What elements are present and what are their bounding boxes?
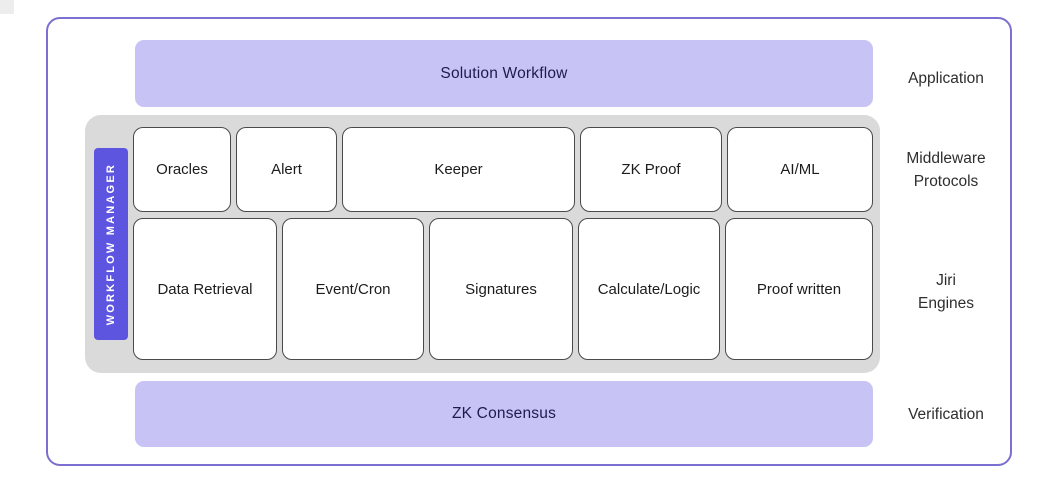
middleware-row: Oracles Alert Keeper ZK Proof AI/ML bbox=[133, 127, 873, 212]
box-ai-ml: AI/ML bbox=[727, 127, 873, 212]
box-oracles: Oracles bbox=[133, 127, 231, 212]
side-label-engines-line2: Engines bbox=[917, 295, 974, 312]
side-label-jiri-engines: Jiri Engines bbox=[885, 269, 1007, 315]
box-calculate-logic: Calculate/Logic bbox=[578, 218, 720, 360]
side-label-verification: Verification bbox=[908, 406, 984, 423]
engines-row: Data Retrieval Event/Cron Signatures Cal… bbox=[133, 218, 873, 360]
box-signatures: Signatures bbox=[429, 218, 573, 360]
side-label-application: Application bbox=[908, 70, 984, 87]
side-label-middleware-line1: Middleware bbox=[906, 150, 986, 167]
box-event-cron: Event/Cron bbox=[282, 218, 424, 360]
node-grid: Oracles Alert Keeper ZK Proof AI/ML Data… bbox=[133, 127, 873, 360]
workflow-manager-bar: WORKFLOW MANAGER bbox=[94, 148, 128, 340]
side-label-middleware-protocols: Middleware Protocols bbox=[885, 147, 1007, 193]
box-proof-written: Proof written bbox=[725, 218, 873, 360]
side-label-engines-line1: Jiri bbox=[936, 272, 956, 289]
zk-consensus-band: ZK Consensus bbox=[135, 381, 873, 447]
box-alert: Alert bbox=[236, 127, 337, 212]
box-zk-proof: ZK Proof bbox=[580, 127, 722, 212]
solution-workflow-band: Solution Workflow bbox=[135, 40, 873, 107]
box-data-retrieval: Data Retrieval bbox=[133, 218, 277, 360]
box-keeper: Keeper bbox=[342, 127, 575, 212]
side-label-middleware-line2: Protocols bbox=[913, 173, 979, 190]
corner-artifact bbox=[0, 0, 14, 14]
workflow-manager-label: WORKFLOW MANAGER bbox=[105, 162, 117, 326]
